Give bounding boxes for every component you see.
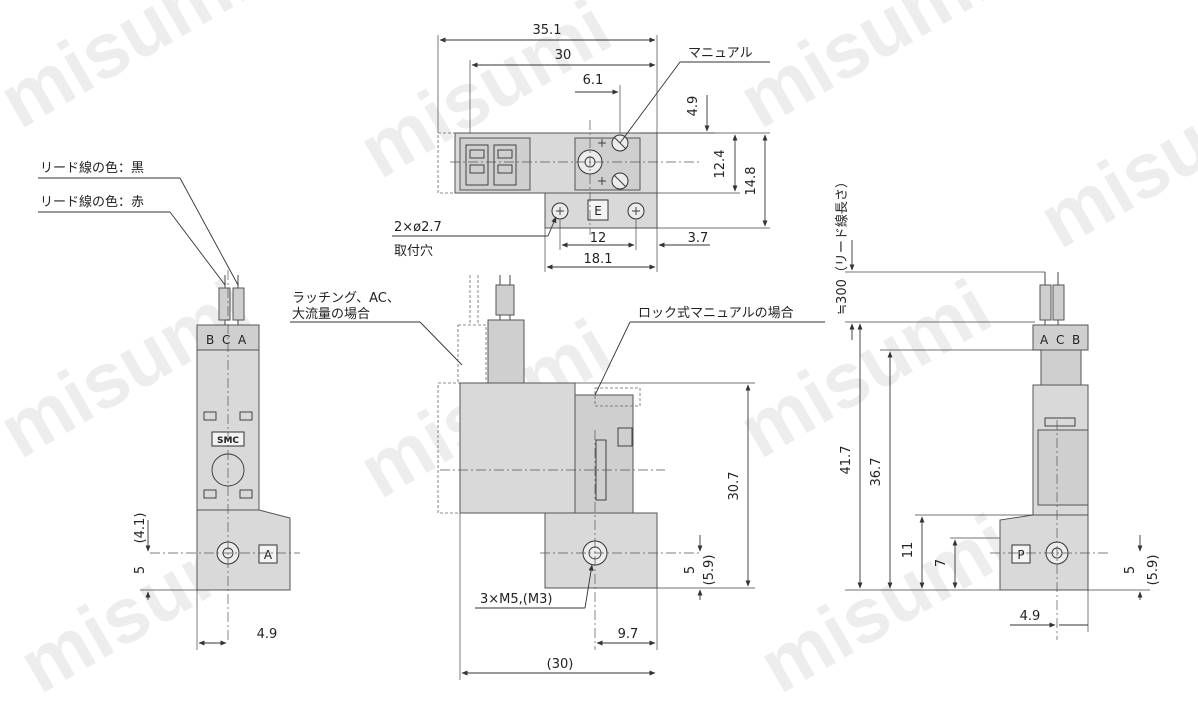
dim-35-1: 35.1 xyxy=(533,23,562,38)
label-manual: マニュアル xyxy=(688,46,753,61)
dim-5-right: 5 xyxy=(1123,566,1138,574)
port-label-e: E xyxy=(594,204,602,218)
dim-5-left: 5 xyxy=(133,566,148,574)
label-ports: 3×M5,(M3) xyxy=(480,592,552,607)
dim-4-9-left: 4.9 xyxy=(257,627,278,642)
watermark-text: misumi xyxy=(725,262,1005,475)
port-label-a-right: A xyxy=(1040,333,1049,347)
dim-5-mid: 5 xyxy=(683,566,698,574)
port-label-b: B xyxy=(206,333,214,347)
port-label-a: A xyxy=(238,333,247,347)
label-high-flow: 大流量の場合 xyxy=(292,307,370,322)
port-label-c: C xyxy=(222,333,230,347)
dim-5-9-right: (5.9) xyxy=(1146,555,1161,586)
dim-30-paren: (30) xyxy=(547,657,574,672)
watermark-text: misumi xyxy=(0,0,265,145)
label-lead-red: リード線の色：赤 xyxy=(40,194,144,210)
dim-4-9-top: 4.9 xyxy=(686,96,701,117)
watermark-text: misumi xyxy=(1025,52,1198,265)
dim-6-1: 6.1 xyxy=(583,73,604,88)
label-latching: ラッチング、AC、 xyxy=(292,291,400,306)
dim-14-8: 14.8 xyxy=(744,167,759,196)
dim-lead-length: ≒300（リード線長さ） xyxy=(834,175,850,315)
dim-4-9-right: 4.9 xyxy=(1020,609,1041,624)
port-label-c-right: C xyxy=(1056,333,1064,347)
watermark-text: misumi xyxy=(745,497,1025,700)
dim-41-7: 41.7 xyxy=(839,446,854,475)
dim-12-4: 12.4 xyxy=(713,150,728,179)
port-label-b-right: B xyxy=(1072,333,1080,347)
dim-11: 11 xyxy=(901,542,916,559)
dim-9-7: 9.7 xyxy=(618,627,639,642)
port-label-p: P xyxy=(1017,548,1024,562)
watermark-text: misumi xyxy=(725,0,1005,145)
dim-36-7: 36.7 xyxy=(869,458,884,487)
dim-18-1: 18.1 xyxy=(584,252,613,267)
dim-7: 7 xyxy=(934,559,949,567)
dim-5-9-mid: (5.9) xyxy=(702,555,717,586)
dim-30-7: 30.7 xyxy=(727,472,742,501)
label-mount-hole: 2×ø2.7 xyxy=(394,220,442,235)
dim-12: 12 xyxy=(590,231,607,246)
label-lead-black: リード線の色：黒 xyxy=(40,160,144,176)
port-label-a-side: A xyxy=(264,548,273,562)
label-mount-hole-desc: 取付穴 xyxy=(394,244,433,259)
label-lock-manual: ロック式マニュアルの場合 xyxy=(638,306,794,321)
dim-3-7: 3.7 xyxy=(688,231,709,246)
dim-30: 30 xyxy=(555,48,572,63)
dim-4-1: (4.1) xyxy=(133,513,148,544)
